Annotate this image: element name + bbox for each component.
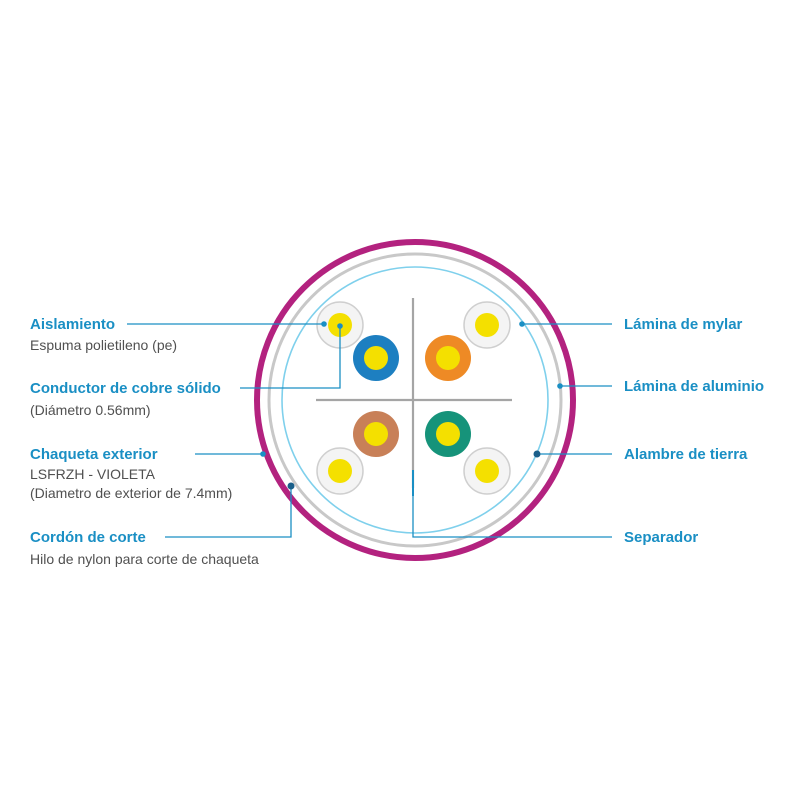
dot-aislamiento — [321, 321, 327, 327]
label-chaqueta-sub2: (Diametro de exterior de 7.4mm) — [30, 485, 233, 501]
label-separador-title: Separador — [624, 529, 699, 546]
conductor-white-bottom-left — [316, 447, 364, 495]
label-conductor-sub: (Diámetro 0.56mm) — [30, 402, 151, 418]
aluminium-foil — [267, 252, 563, 548]
rip-cord — [287, 482, 295, 490]
cross-separator — [316, 298, 512, 488]
dot-aluminio — [557, 383, 563, 389]
label-mylar-title: Lámina de mylar — [624, 316, 743, 333]
dot-conductor — [337, 323, 343, 329]
leader-conductor — [240, 326, 341, 389]
label-aislamiento-sub: Espuma polietileno (pe) — [30, 337, 178, 353]
conductor-white-bottom-right — [463, 447, 511, 495]
label-tierra-title: Alambre de tierra — [624, 446, 748, 463]
conductor-blue — [353, 335, 399, 381]
label-chaqueta-title: Chaqueta exterior — [30, 446, 158, 463]
conductor-white-top-right — [463, 301, 511, 349]
conductor-green — [425, 411, 471, 457]
label-cordon-title: Cordón de corte — [30, 529, 146, 546]
mylar-foil — [281, 266, 549, 534]
label-chaqueta-sub1: LSFRZH - VIOLETA — [30, 466, 155, 482]
dot-mylar — [519, 321, 525, 327]
dot-chaqueta — [260, 451, 266, 457]
leader-separador — [412, 496, 612, 538]
ground-wire — [533, 450, 541, 458]
label-cordon-sub: Hilo de nylon para corte de chaqueta — [30, 551, 259, 567]
label-conductor-title: Conductor de cobre sólido — [30, 380, 221, 397]
conductor-orange — [425, 335, 471, 381]
label-aislamiento-title: Aislamiento — [30, 316, 116, 333]
label-aluminio-title: Lámina de aluminio — [624, 378, 765, 395]
conductor-brown — [353, 411, 399, 457]
leader-cordon — [165, 486, 292, 538]
